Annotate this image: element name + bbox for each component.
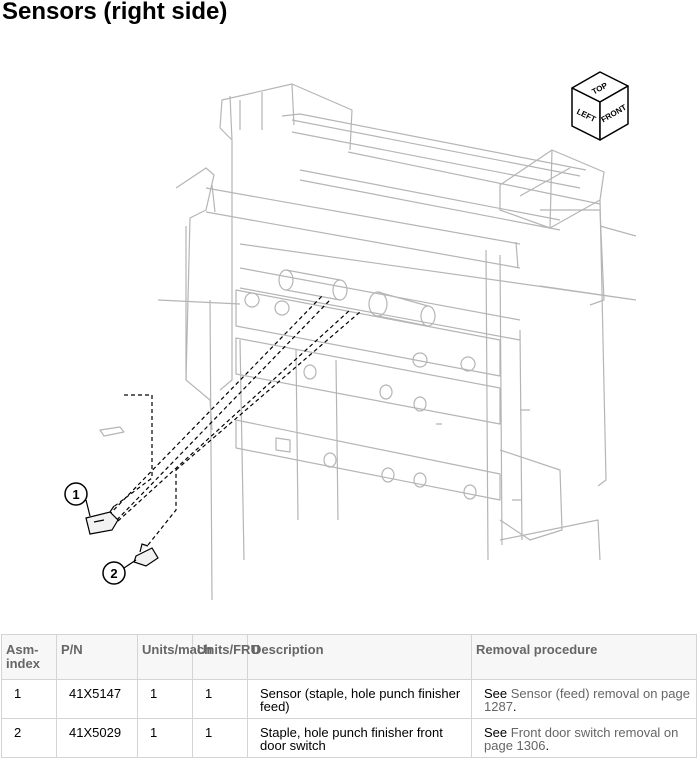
table-header-row: Asm-index P/N Units/mach Units/FRU Descr…	[1, 634, 697, 680]
cell-removal-procedure: See Sensor (feed) removal on page 1287.	[471, 679, 697, 719]
cell-units-fru: 1	[192, 679, 248, 719]
header-asm-index: Asm-index	[1, 634, 57, 680]
cell-units-mach: 1	[137, 718, 193, 758]
sensor-exploded-diagram: TOP LEFT FRONT 1 2	[64, 71, 637, 601]
period: .	[512, 699, 517, 714]
callout-2-number: 2	[110, 566, 117, 581]
cell-removal-procedure: See Front door switch removal on page 13…	[471, 718, 697, 758]
see-text: See	[484, 686, 508, 701]
removal-link[interactable]: Sensor (feed) removal on page 1287	[484, 686, 690, 714]
callout-1: 1	[64, 482, 91, 517]
header-units-fru: Units/FRU	[192, 634, 260, 680]
see-text: See	[484, 725, 508, 740]
orientation-cube: TOP LEFT FRONT	[571, 71, 629, 141]
cell-asm-index: 1	[1, 679, 57, 719]
feed-sensor-part	[85, 505, 119, 535]
header-description: Description	[247, 634, 472, 680]
header-pn: P/N	[56, 634, 138, 680]
cell-description: Sensor (staple, hole punch finisher feed…	[247, 679, 472, 719]
cell-asm-index: 2	[1, 718, 57, 758]
parts-table: Asm-index P/N Units/mach Units/FRU Descr…	[1, 634, 697, 758]
cell-description: Staple, hole punch finisher front door s…	[247, 718, 472, 758]
callout-2: 2	[102, 559, 137, 585]
removal-link[interactable]: Front door switch removal on page 1306	[484, 725, 679, 753]
header-units-mach: Units/mach	[137, 634, 212, 680]
header-removal-procedure: Removal procedure	[471, 634, 697, 680]
cell-units-mach: 1	[137, 679, 193, 719]
page-title: Sensors (right side)	[2, 0, 228, 25]
callout-1-number: 1	[72, 487, 79, 502]
cell-units-fru: 1	[192, 718, 248, 758]
table-row: 1 41X5147 1 1 Sensor (staple, hole punch…	[1, 679, 697, 719]
period: .	[545, 738, 550, 753]
front-door-switch-part	[133, 543, 159, 567]
cell-pn: 41X5147	[56, 679, 138, 719]
cell-pn: 41X5029	[56, 718, 138, 758]
table-row: 2 41X5029 1 1 Staple, hole punch finishe…	[1, 718, 697, 758]
